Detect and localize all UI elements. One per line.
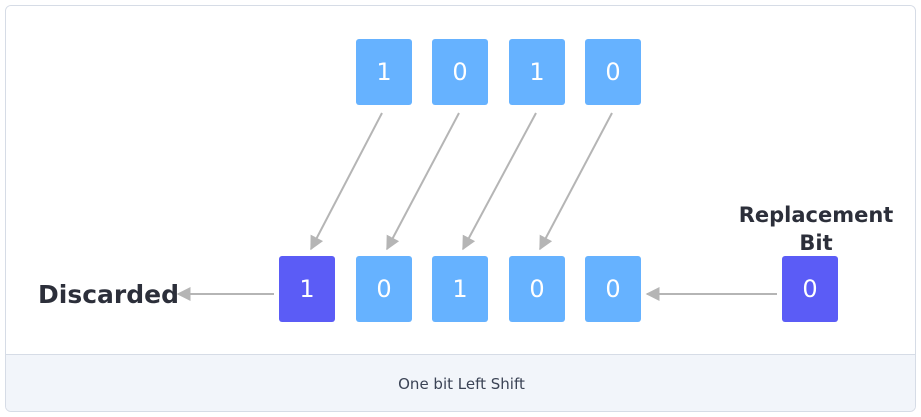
arrows-layer [176, 112, 777, 301]
input-bit-3: 1 [509, 39, 565, 105]
caption-bar: One bit Left Shift [6, 354, 915, 411]
shift-arrow-2 [386, 112, 460, 251]
output-bit-3: 1 [432, 256, 488, 322]
diagram-frame: 1 0 1 0 1 0 1 0 0 0 Discarded Replacemen… [5, 5, 916, 412]
replacement-label-line1: Replacement [738, 203, 894, 227]
output-bit-2: 0 [356, 256, 412, 322]
figure-caption: One bit Left Shift [398, 375, 525, 393]
replacement-label-line2: Bit [799, 231, 833, 255]
replacement-bit-label: Replacement Bit [731, 201, 901, 257]
input-bit-2: 0 [432, 39, 488, 105]
discarded-label: Discarded [38, 280, 179, 309]
diagram-area: 1 0 1 0 1 0 1 0 0 0 Discarded Replacemen… [6, 6, 915, 354]
output-bit-4: 0 [509, 256, 565, 322]
replacement-bit: 0 [782, 256, 838, 322]
input-bit-1: 1 [356, 39, 412, 105]
shift-arrow-4 [539, 112, 613, 251]
input-bit-4: 0 [585, 39, 641, 105]
shift-arrow-3 [462, 112, 537, 251]
shift-arrow-1 [310, 112, 383, 251]
output-bit-5: 0 [585, 256, 641, 322]
output-bit-discarded: 1 [279, 256, 335, 322]
